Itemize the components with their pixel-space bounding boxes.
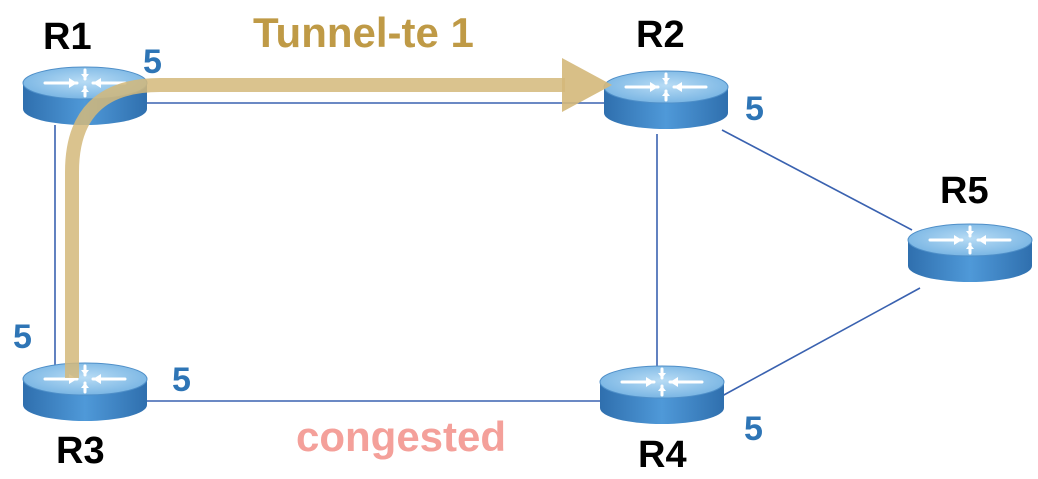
metric-r4-label: 5: [744, 410, 763, 448]
tunnel-path: [65, 78, 565, 378]
link-r2-r5: [721, 129, 913, 231]
metric-r3-left-label: 5: [13, 318, 32, 356]
router-r2-label: R2: [636, 14, 685, 56]
tunnel-label: Tunnel-te 1: [253, 9, 474, 56]
metric-r1-label: 5: [143, 43, 162, 81]
metric-r3-right-label: 5: [172, 361, 191, 399]
router-r5-icon: [906, 222, 1034, 284]
router-r3-label: R3: [56, 430, 105, 472]
link-r4-r5: [721, 287, 921, 397]
router-r2-icon: [602, 69, 730, 131]
router-r4-icon: [598, 364, 726, 426]
router-r3-icon: [21, 361, 149, 423]
router-r4-label: R4: [638, 434, 687, 476]
congested-label: congested: [296, 413, 507, 460]
router-r1-label: R1: [43, 16, 92, 58]
tunnel-arrowhead: [562, 58, 612, 112]
router-r5-label: R5: [940, 170, 989, 212]
metric-r2-label: 5: [745, 90, 764, 128]
